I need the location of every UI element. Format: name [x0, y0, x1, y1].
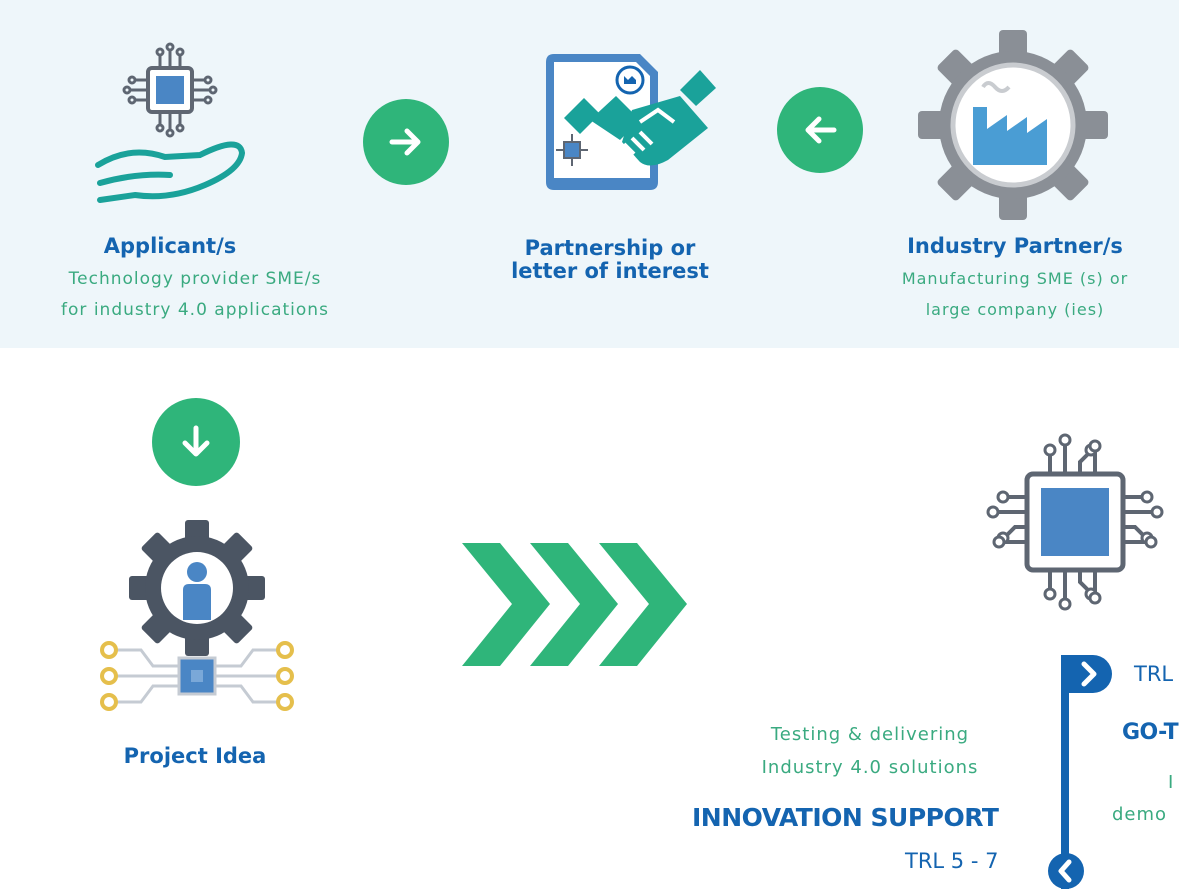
partnership-line-2: letter of interest: [511, 259, 709, 283]
innovation-desc-1: Testing & delivering: [770, 724, 970, 745]
industry-subtitle-1: Manufacturing SME (s) or: [901, 269, 1129, 288]
triple-chevron-icon: [462, 543, 687, 666]
gear-person-circuit-icon: [95, 520, 300, 720]
arrow-down-circle-icon: [152, 398, 240, 486]
partnership-line-1: Partnership or: [524, 236, 696, 260]
innovation-trl: TRL 5 - 7: [905, 849, 999, 873]
arrow-left-circle-icon: [777, 87, 863, 173]
right-trl: TRL: [1134, 662, 1174, 686]
innovation-desc-2: Industry 4.0 solutions: [761, 757, 979, 778]
chevron-right-badge-icon: [1068, 655, 1112, 693]
chevron-left-badge-icon: [1048, 853, 1084, 889]
chip-hand-icon: [90, 35, 250, 210]
innovation-support-title: INNOVATION SUPPORT: [692, 803, 999, 832]
timeline-bar: [1061, 655, 1069, 889]
chip-icon: [985, 432, 1165, 612]
industry-subtitle-2: large company (ies): [925, 300, 1105, 319]
applicant-subtitle-2: for industry 4.0 applications: [61, 300, 329, 320]
applicant-title: Applicant/s: [103, 234, 237, 258]
handshake-document-icon: [540, 50, 720, 195]
arrow-right-circle-icon: [363, 99, 449, 185]
gear-factory-icon: [918, 30, 1108, 220]
right-title: GO-T: [1122, 720, 1179, 745]
right-line-2: demo: [1112, 804, 1168, 825]
right-line-1: I: [1168, 772, 1175, 793]
project-idea-title: Project Idea: [123, 744, 267, 768]
applicant-subtitle-1: Technology provider SME/s: [68, 269, 322, 289]
industry-title: Industry Partner/s: [907, 234, 1123, 258]
